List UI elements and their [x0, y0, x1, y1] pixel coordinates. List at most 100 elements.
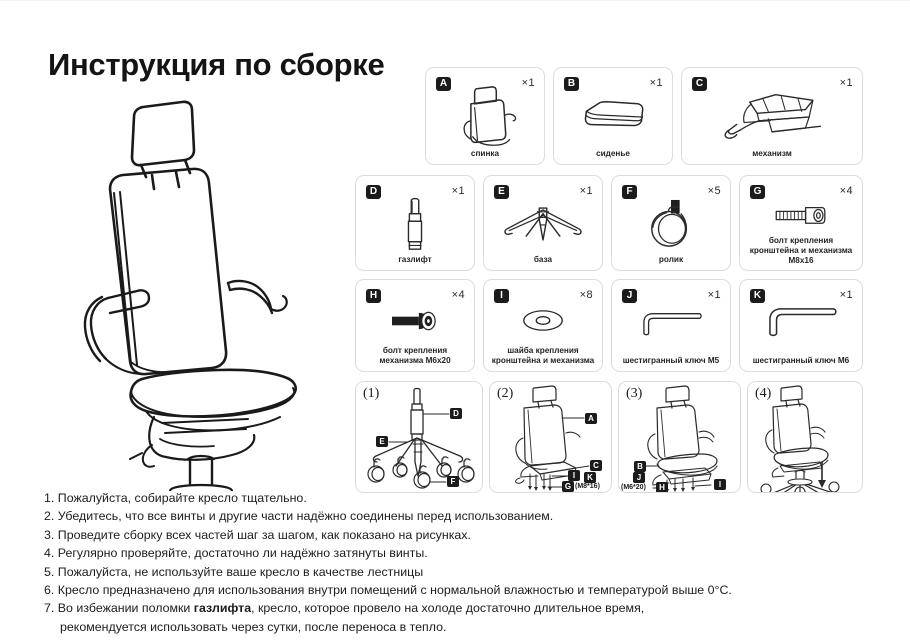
- part-name-A: спинка: [470, 149, 500, 159]
- part-badge-D: D: [366, 185, 381, 199]
- part-badge-K: K: [750, 289, 765, 303]
- note-text-7-after: , кресло, которое провело на холоде дост…: [251, 601, 645, 616]
- note-text-5: Пожалуйста, не используйте ваше кресло в…: [57, 564, 424, 579]
- part-qty-H: ×4: [451, 289, 465, 301]
- part-panel-A[interactable]: A ×1 спинка: [425, 67, 545, 165]
- part-name-B: сиденье: [596, 149, 630, 159]
- step3-label-B: B: [634, 461, 646, 472]
- part-qty-G: ×4: [839, 185, 853, 197]
- part-badge-G: G: [750, 185, 765, 199]
- page-title: Инструкция по сборке: [48, 47, 385, 82]
- step2-label-G: G: [562, 481, 574, 492]
- note-text-6: Кресло предназначено для использования в…: [57, 583, 732, 598]
- caster-wheel-icon: [612, 196, 730, 252]
- office-chair-illustration: [42, 93, 362, 565]
- part-qty-B: ×1: [649, 77, 663, 89]
- part-qty-K: ×1: [839, 289, 853, 301]
- step2-label-A: A: [585, 413, 597, 424]
- note-text-4: Регулярно проверяйте, достаточно ли надё…: [57, 546, 428, 561]
- step1-label-E: E: [376, 436, 388, 447]
- step-panel-4[interactable]: (4): [747, 381, 863, 493]
- part-qty-D: ×1: [451, 185, 465, 197]
- part-badge-E: E: [494, 185, 509, 199]
- note-item-1: 1. Пожалуйста, собирайте кресло тщательн…: [44, 489, 884, 507]
- note-number-2: 2.: [44, 509, 55, 524]
- step3-label-I: I: [714, 479, 726, 490]
- note-number-7: 7.: [44, 601, 55, 616]
- step-panel-2[interactable]: (2): [489, 381, 612, 493]
- part-panel-K[interactable]: K ×1 шестигранный ключ M6: [739, 279, 863, 372]
- socket-cap-bolt-icon: [740, 194, 862, 236]
- part-panel-E[interactable]: E ×1 база: [483, 175, 603, 271]
- part-panel-F[interactable]: F ×5 ролик: [611, 175, 731, 271]
- step1-label-F: F: [447, 476, 459, 487]
- note-item-7: 7. Во избежании поломки газлифта, кресло…: [44, 599, 884, 617]
- part-badge-A: A: [436, 77, 451, 91]
- step-panel-1[interactable]: (1): [355, 381, 483, 493]
- part-badge-F: F: [622, 185, 637, 199]
- instruction-notes-list: 1. Пожалуйста, собирайте кресло тщательн…: [44, 489, 884, 636]
- part-qty-E: ×1: [579, 185, 593, 197]
- step2-label-I: I: [568, 470, 580, 481]
- button-head-bolt-icon: [356, 298, 474, 343]
- part-badge-I: I: [494, 289, 509, 303]
- step2-label-K: K: [584, 472, 596, 483]
- note-item-3: 3. Проведите сборку всех частей шаг за ш…: [44, 526, 884, 544]
- gas-lift-icon: [356, 196, 474, 252]
- part-panel-D[interactable]: D ×1 газлифт: [355, 175, 475, 271]
- part-badge-J: J: [622, 289, 637, 303]
- note-number-1: 1.: [44, 491, 55, 505]
- washer-icon: [484, 298, 602, 343]
- part-name-K: шестигранный ключ M6: [752, 356, 850, 366]
- note-item-6: 6. Кресло предназначено для использовани…: [44, 581, 884, 599]
- step3-label-H-note: (M6*20): [621, 484, 646, 491]
- note-item-7-continuation: рекомендуется использовать через сутки, …: [60, 619, 447, 634]
- part-panel-J[interactable]: J ×1 шестигранный ключ M5: [611, 279, 731, 372]
- part-qty-I: ×8: [579, 289, 593, 301]
- seat-cushion-icon: [554, 88, 672, 146]
- part-qty-C: ×1: [839, 77, 853, 89]
- part-badge-H: H: [366, 289, 381, 303]
- step2-label-C: C: [590, 460, 602, 471]
- step-number-4: (4): [755, 386, 772, 401]
- step-number-2: (2): [497, 386, 514, 401]
- hex-key-icon: [740, 298, 862, 345]
- note-number-6: 6.: [44, 583, 55, 598]
- note-text-7-before: Во избежании поломки: [57, 601, 194, 616]
- part-badge-B: B: [564, 77, 579, 91]
- note-number-4: 4.: [44, 546, 55, 561]
- part-qty-J: ×1: [707, 289, 721, 301]
- backrest-icon: [426, 86, 544, 146]
- step2-label-G-note: (M8*16): [575, 483, 600, 490]
- note-text-1: Пожалуйста, собирайте кресло тщательно.: [57, 491, 307, 505]
- step3-label-H: H: [656, 482, 668, 492]
- part-panel-C[interactable]: C ×1 механизм: [681, 67, 863, 165]
- note-text-3: Проведите сборку всех частей шаг за шаго…: [57, 527, 471, 542]
- step-number-1: (1): [363, 386, 380, 401]
- step-panel-3[interactable]: (3): [618, 381, 741, 493]
- tilt-mechanism-icon: [682, 88, 862, 146]
- part-name-C: механизм: [752, 149, 792, 159]
- note-text-7-bold: газлифта: [193, 601, 252, 616]
- step3-label-J: J: [633, 472, 645, 483]
- part-panel-B[interactable]: B ×1 сиденье: [553, 67, 673, 165]
- part-name-J: шестигранный ключ M5: [622, 356, 720, 366]
- part-name-D: газлифт: [398, 255, 432, 265]
- part-name-F: ролик: [658, 255, 684, 265]
- note-number-5: 5.: [44, 564, 55, 579]
- note-item-5: 5. Пожалуйста, не используйте ваше кресл…: [44, 563, 884, 581]
- part-qty-A: ×1: [521, 77, 535, 89]
- part-qty-F: ×5: [707, 185, 721, 197]
- note-item-2: 2. Убедитесь, что все винты и другие час…: [44, 507, 884, 525]
- note-item-4: 4. Регулярно проверяйте, достаточно ли н…: [44, 544, 884, 562]
- five-star-base-icon: [484, 196, 602, 252]
- part-badge-C: C: [692, 77, 707, 91]
- note-number-3: 3.: [44, 527, 55, 542]
